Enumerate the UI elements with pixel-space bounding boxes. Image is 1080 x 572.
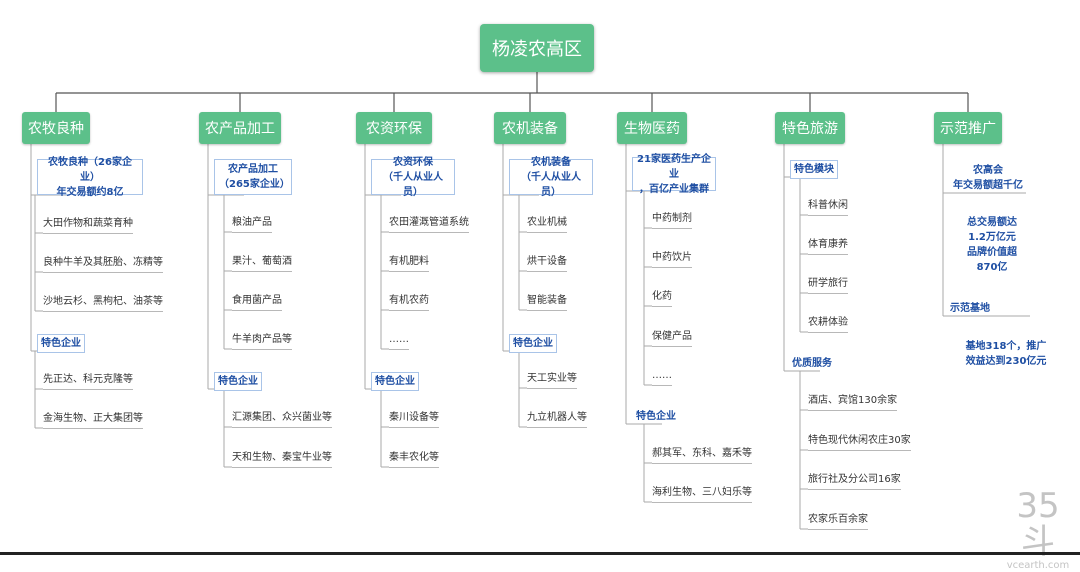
leaf-item: 牛羊肉产品等 [232,333,292,350]
leaf-item: 中药制剂 [652,212,692,229]
root-node: 杨凌农高区 [480,24,594,72]
bottom-border [0,552,1080,555]
leaf-item: 有机肥料 [389,255,429,272]
leaf-item: 九立机器人等 [527,411,587,428]
leaf-item: 农家乐百余家 [808,513,868,530]
featured-companies-label: 特色企业 [509,334,557,353]
leaf-item: 汇源集团、众兴菌业等 [232,411,332,428]
leaf-item: 秦丰农化等 [389,451,439,468]
leaf-item: 酒店、宾馆130余家 [808,394,898,411]
leaf-item: …… [652,369,672,386]
leaf-item: …… [389,333,409,350]
leaf-item: 农田灌溉管道系统 [389,216,469,233]
group-header-quality-services: 优质服务 [792,358,832,369]
mind-map: 杨凌农高区 农牧良种 农牧良种（26家企业） 年交易额约8亿 大田作物和蔬菜育种… [0,24,1080,571]
featured-companies-label: 特色企业 [636,411,676,422]
leaf-item: 秦川设备等 [389,411,439,428]
leaf-item: 先正达、科元克隆等 [43,373,133,390]
category-demonstration: 示范推广 [934,112,1002,144]
leaf-item: 郝其军、东科、嘉禾等 [652,447,752,464]
leaf-item: 研学旅行 [808,277,848,294]
leaf-item: 粮油产品 [232,216,272,233]
featured-companies-label: 特色企业 [371,372,419,391]
leaf-item: 天和生物、秦宝牛业等 [232,451,332,468]
leaf-item: 海利生物、三八妇乐等 [652,486,752,503]
leaf-item: 良种牛羊及其胚胎、冻精等 [43,256,163,273]
demo-base-stats: 基地318个，推广 效益达到230亿元 [965,341,1047,367]
leaf-item: 食用菌产品 [232,294,282,311]
category-agri-processing: 农产品加工 [199,112,281,144]
featured-companies-label: 特色企业 [37,334,85,353]
category-agri-inputs: 农资环保 [356,112,432,144]
group-header-tourism-modules: 特色模块 [790,160,838,179]
category-biomedicine: 生物医药 [617,112,687,144]
featured-companies-label: 特色企业 [214,372,262,391]
connector-lines [30,72,1030,530]
group-header-agri-inputs: 农资环保 （千人从业人员） [371,157,455,198]
leaf-item: 农耕体验 [808,316,848,333]
leaf-item: 智能装备 [527,294,567,311]
watermark-logo: 35斗 vcearth.com [1000,488,1076,572]
group-header-expo: 农高会 年交易额超千亿 [953,165,1023,191]
group-header-seed-breeding: 农牧良种（26家企业） 年交易额约8亿 [37,157,143,198]
leaf-item: 金海生物、正大集团等 [43,412,143,429]
leaf-item: 天工实业等 [527,372,577,389]
leaf-item: 果汁、葡萄酒 [232,255,292,272]
category-agri-machinery: 农机装备 [494,112,566,144]
leaf-item: 旅行社及分公司16家 [808,473,901,490]
category-seed-breeding: 农牧良种 [22,112,90,144]
group-header-biomedicine: 21家医药生产企业 ，百亿产业集群 [632,154,716,195]
leaf-item: 中药饮片 [652,251,692,268]
group-header-agri-machinery: 农机装备 （千人从业人员） [509,157,593,198]
leaf-item: 沙地云杉、黑枸杞、油茶等 [43,295,163,312]
leaf-item: 特色现代休闲农庄30家 [808,434,911,451]
leaf-item: 保健产品 [652,330,692,347]
leaf-item: 有机农药 [389,294,429,311]
total-trade-value: 总交易额达 1.2万亿元 品牌价值超 870亿 [967,217,1017,273]
category-tourism: 特色旅游 [775,112,845,144]
group-header-agri-processing: 农产品加工 （265家企业） [214,159,292,195]
leaf-item: 农业机械 [527,216,567,233]
leaf-item: 大田作物和蔬菜育种 [43,217,133,234]
leaf-item: 烘干设备 [527,255,567,272]
leaf-item: 体育康养 [808,238,848,255]
group-header-demo-base: 示范基地 [950,303,990,314]
leaf-item: 科普休闲 [808,199,848,216]
watermark-url: vcearth.com [1006,560,1070,571]
leaf-item: 化药 [652,290,672,307]
watermark-brand: 35斗 [1016,486,1060,562]
